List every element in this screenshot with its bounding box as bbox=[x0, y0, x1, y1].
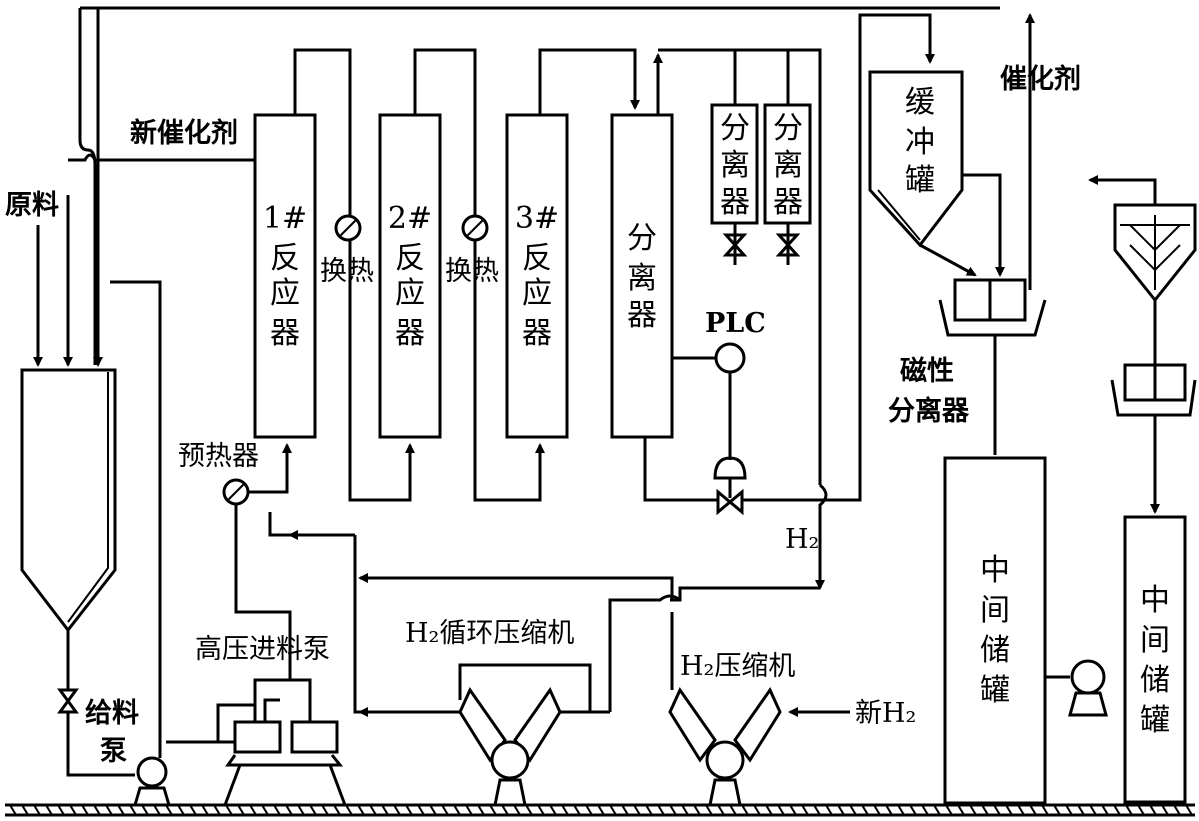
svg-text:1#: 1# bbox=[263, 201, 307, 236]
svg-text:器: 器 bbox=[270, 316, 300, 351]
svg-text:分: 分 bbox=[627, 221, 657, 256]
magnetic-separator bbox=[938, 278, 1047, 337]
svg-text:分: 分 bbox=[773, 111, 803, 146]
svg-text:中: 中 bbox=[1140, 583, 1170, 618]
raw-material-label: 原料 bbox=[5, 190, 59, 221]
svg-text:间: 间 bbox=[1140, 623, 1170, 658]
hopper-valve bbox=[57, 688, 79, 714]
hp-feed-pump-label: 高压进料泵 bbox=[195, 634, 330, 665]
small-separator-2-label: 分 离 器 bbox=[773, 111, 803, 220]
small-separator-1-label: 分 离 器 bbox=[720, 111, 750, 220]
feed-hopper bbox=[20, 8, 117, 690]
reactor-1 bbox=[253, 113, 317, 439]
svg-text:器: 器 bbox=[395, 316, 425, 351]
svg-text:应: 应 bbox=[522, 276, 552, 311]
svg-text:磁性: 磁性 bbox=[900, 356, 954, 387]
svg-text:缓: 缓 bbox=[905, 85, 935, 120]
magnetic-separator-label: 磁性 分离器 bbox=[888, 356, 970, 427]
svg-text:分: 分 bbox=[720, 111, 750, 146]
transfer-pump bbox=[1068, 659, 1108, 717]
h2-label: H₂ bbox=[785, 524, 819, 555]
heat-exchange-2-label: 换热 bbox=[445, 256, 499, 287]
svg-text:器: 器 bbox=[522, 316, 552, 351]
plc-controller bbox=[714, 342, 746, 374]
plc-label: PLC bbox=[705, 308, 766, 339]
svg-text:2#: 2# bbox=[388, 201, 432, 236]
svg-text:泵: 泵 bbox=[100, 736, 127, 767]
new-catalyst-label: 新催化剂 bbox=[130, 117, 238, 149]
svg-text:反: 反 bbox=[395, 241, 425, 276]
h2-recycle-compressor-label: H₂循环压缩机 bbox=[405, 618, 574, 649]
buffer-tank bbox=[868, 70, 964, 248]
buffer-tank-label: 缓 冲 罐 bbox=[905, 85, 935, 198]
h2-compressor bbox=[668, 686, 782, 806]
preheater-label: 预热器 bbox=[178, 441, 259, 472]
feed-pump-label: 给料 泵 bbox=[85, 698, 139, 767]
svg-text:分离器: 分离器 bbox=[888, 395, 970, 427]
preheater-icon bbox=[222, 478, 250, 506]
heat-exchanger-2-icon bbox=[461, 214, 489, 242]
heat-exchange-1-label: 换热 bbox=[320, 256, 374, 287]
svg-text:储: 储 bbox=[1140, 663, 1170, 698]
svg-text:冲: 冲 bbox=[905, 125, 935, 160]
svg-text:中: 中 bbox=[980, 553, 1010, 588]
cyclone-filter bbox=[1113, 203, 1197, 303]
ground-rail bbox=[5, 803, 1195, 817]
svg-text:离: 离 bbox=[773, 148, 803, 183]
intermediate-tank-2-label: 中 间 储 罐 bbox=[1140, 583, 1170, 738]
high-pressure-feed-pump bbox=[216, 678, 347, 806]
main-separator-label: 分 离 器 bbox=[627, 221, 657, 333]
svg-text:离: 离 bbox=[627, 261, 657, 296]
svg-text:罐: 罐 bbox=[980, 673, 1010, 708]
svg-text:应: 应 bbox=[395, 276, 425, 311]
svg-text:反: 反 bbox=[522, 241, 552, 276]
svg-text:器: 器 bbox=[627, 298, 657, 333]
catalyst-output-label: 催化剂 bbox=[1000, 64, 1081, 95]
intermediate-tank-2 bbox=[1123, 515, 1187, 804]
svg-text:储: 储 bbox=[980, 633, 1010, 668]
svg-text:间: 间 bbox=[980, 593, 1010, 628]
new-h2-label: 新H₂ bbox=[855, 698, 916, 729]
reactor-2 bbox=[378, 113, 442, 439]
heat-exchanger-1-icon bbox=[334, 214, 362, 242]
svg-text:器: 器 bbox=[773, 185, 803, 220]
feed-pump bbox=[133, 756, 171, 806]
svg-text:应: 应 bbox=[270, 276, 300, 311]
reactor-1-label: 1# 反 应 器 bbox=[263, 201, 307, 351]
main-separator bbox=[610, 113, 674, 439]
second-magnetic-separator bbox=[1110, 363, 1197, 417]
svg-text:3#: 3# bbox=[515, 201, 559, 236]
svg-text:离: 离 bbox=[720, 148, 750, 183]
svg-text:器: 器 bbox=[720, 185, 750, 220]
svg-text:反: 反 bbox=[270, 241, 300, 276]
svg-text:给料: 给料 bbox=[85, 698, 139, 729]
intermediate-tank-1-label: 中 间 储 罐 bbox=[980, 553, 1010, 708]
reactor-3 bbox=[505, 113, 569, 439]
reactor-2-label: 2# 反 应 器 bbox=[388, 201, 432, 351]
intermediate-tank-1 bbox=[943, 456, 1047, 805]
reactor-3-label: 3# 反 应 器 bbox=[515, 201, 559, 351]
svg-text:罐: 罐 bbox=[905, 163, 935, 198]
small-separator-2 bbox=[763, 103, 812, 225]
h2-recycle-compressor bbox=[458, 663, 610, 806]
h2-compressor-label: H₂压缩机 bbox=[680, 651, 795, 682]
svg-text:罐: 罐 bbox=[1140, 703, 1170, 738]
